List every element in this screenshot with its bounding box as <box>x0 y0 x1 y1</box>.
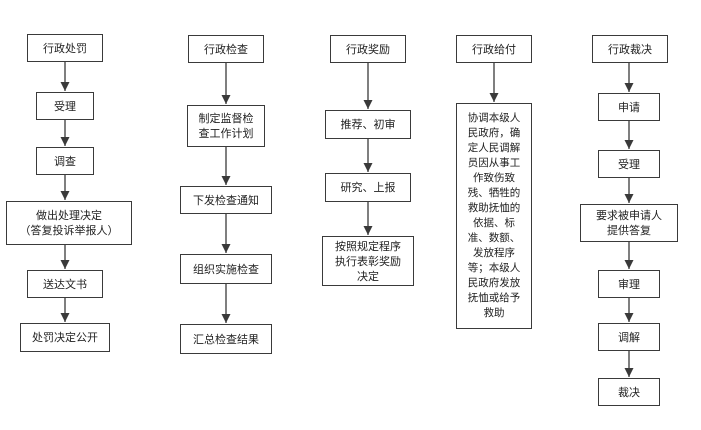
node-ruling-mediate: 调解 <box>598 323 660 351</box>
node-ruling-title: 行政裁决 <box>592 35 668 63</box>
node-inspection-notice: 下发检查通知 <box>180 186 272 214</box>
node-penalty-accept: 受理 <box>36 92 94 120</box>
node-ruling-accept: 受理 <box>598 150 660 178</box>
node-ruling-hearing: 审理 <box>598 270 660 298</box>
node-reward-recommend: 推荐、初审 <box>325 110 411 139</box>
node-ruling-decide: 裁决 <box>598 378 660 406</box>
node-inspection-summary: 汇总检查结果 <box>180 324 272 354</box>
node-inspection-execute: 组织实施检查 <box>180 254 272 284</box>
node-penalty-investigate: 调查 <box>36 147 94 175</box>
node-payment-detail: 协调本级人 民政府，确 定人民调解 员因从事工 作致伤致 残、牺牲的 救助抚恤的… <box>456 103 532 329</box>
node-penalty-deliver: 送达文书 <box>27 270 103 298</box>
node-inspection-plan: 制定监督检 查工作计划 <box>187 105 265 147</box>
node-reward-title: 行政奖励 <box>330 35 406 63</box>
node-penalty-decision: 做出处理决定 （答复投诉举报人） <box>6 201 132 245</box>
node-ruling-apply: 申请 <box>598 93 660 121</box>
node-penalty-title: 行政处罚 <box>27 34 103 62</box>
node-payment-title: 行政给付 <box>456 35 532 63</box>
node-reward-research: 研究、上报 <box>325 173 411 202</box>
node-ruling-request-reply: 要求被申请人 提供答复 <box>580 204 678 242</box>
node-reward-execute: 按照规定程序 执行表彰奖励 决定 <box>322 236 414 286</box>
node-inspection-title: 行政检查 <box>188 35 264 63</box>
node-penalty-publish: 处罚决定公开 <box>20 323 110 352</box>
